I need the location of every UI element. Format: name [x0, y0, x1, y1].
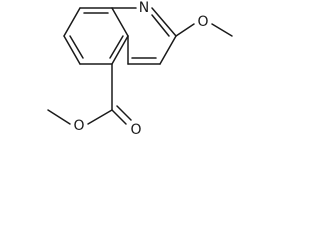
bond	[175, 23, 195, 37]
bond	[87, 109, 113, 125]
methyl-ester-group	[47, 63, 132, 125]
ring-nitrogen-label: N	[139, 0, 149, 16]
methoxy-group	[175, 23, 233, 37]
double-bond-inner	[69, 35, 84, 59]
bond	[211, 23, 233, 37]
bond	[63, 35, 81, 65]
double-bond-inner	[116, 105, 132, 121]
bond	[63, 7, 81, 37]
pyridine-ring	[111, 7, 177, 65]
bond	[111, 109, 127, 125]
molecule-structure: N O O O	[47, 0, 233, 138]
double-bond-inner	[151, 14, 170, 37]
bond	[151, 7, 177, 37]
double-bond-inner	[109, 35, 124, 59]
carbonyl-oxygen-label: O	[130, 122, 141, 138]
bond	[47, 109, 71, 125]
benzo-ring	[63, 7, 129, 65]
bond	[111, 7, 129, 37]
bond	[111, 35, 129, 65]
ester-oxygen-label: O	[73, 118, 84, 134]
methoxy-oxygen-label: O	[197, 14, 208, 30]
bond	[159, 35, 177, 65]
